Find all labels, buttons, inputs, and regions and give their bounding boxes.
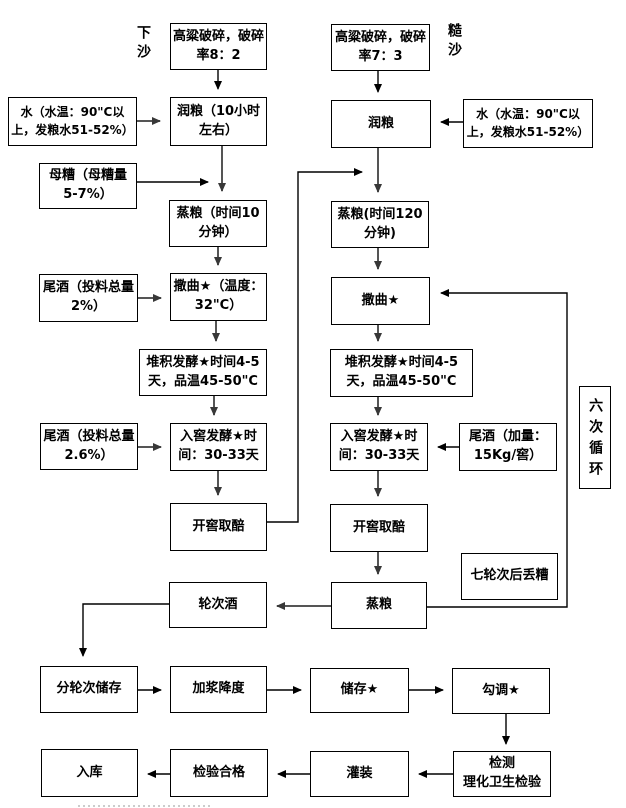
node-inspection-pass: 检验合格 xyxy=(170,749,268,797)
node-open-pit-right: 开窖取醅 xyxy=(330,504,428,552)
node-moisten-grain-right: 润粮 xyxy=(331,100,431,148)
node-bottling: 灌装 xyxy=(310,751,409,797)
node-stack-ferment-right: 堆积发酵★时间4-5天，品温45-50"C xyxy=(330,349,473,397)
loop-kaijiao-left-to-right-column xyxy=(267,168,363,523)
node-open-pit-left: 开窖取醅 xyxy=(170,503,267,551)
stage-label-xiasha: 下沙 xyxy=(135,25,151,63)
node-pit-ferment-left: 入窖发酵★时间：30-33天 xyxy=(170,423,267,471)
node-water-input-left: 水（水温：90"C以上，发粮水51-52%） xyxy=(8,97,137,146)
node-sorghum-crush-right: 高粱破碎，破碎率7：3 xyxy=(331,24,430,71)
node-moisten-grain-left: 润粮（10小时左右） xyxy=(170,97,267,146)
node-tail-liquor-26pct-input: 尾酒（投料总量2.6%） xyxy=(40,423,138,470)
node-blending: 勾调★ xyxy=(452,668,550,714)
stage-label-caosha: 糙沙 xyxy=(446,23,462,61)
node-store-by-round: 分轮次储存 xyxy=(40,666,138,713)
node-mother-mash-input: 母糟（母糟量5-7%） xyxy=(39,163,137,209)
node-physchem-hygiene-test: 检测 理化卫生检验 xyxy=(453,751,551,797)
node-sorghum-crush-left: 高粱破碎，破碎率8：2 xyxy=(170,23,267,70)
node-dilute: 加浆降度 xyxy=(170,666,267,713)
node-spread-qu-right: 撒曲★ xyxy=(331,277,430,325)
node-six-cycles-label: 六次循环 xyxy=(579,386,611,489)
node-water-input-right: 水（水温：90"C以上，发粮水51-52%） xyxy=(463,99,593,148)
loop-zhengliang-to-saqu-six-cycles xyxy=(427,289,568,608)
node-steam-grain-right: 蒸粮(时间120分钟) xyxy=(331,201,429,248)
node-warehouse: 入库 xyxy=(41,749,138,797)
node-tail-liquor-15kg-input: 尾酒（加量：15Kg/窖） xyxy=(459,423,557,471)
node-pit-ferment-right: 入窖发酵★时间：30-33天 xyxy=(330,423,428,471)
node-spread-qu-left: 撒曲★（温度：32"C） xyxy=(170,273,267,321)
node-round-liquor: 轮次酒 xyxy=(169,582,267,628)
node-storage: 储存★ xyxy=(310,668,409,713)
node-discard-after-seven-rounds: 七轮次后丢糟 xyxy=(461,553,558,600)
node-steam-grain-left: 蒸粮（时间10分钟） xyxy=(169,200,267,247)
node-tail-liquor-2pct-input: 尾酒（投料总量2%） xyxy=(39,274,138,322)
node-steam-grain-cycle: 蒸粮 xyxy=(331,582,427,629)
node-stack-ferment-left: 堆积发酵★时间4-5天，品温45-50"C xyxy=(139,349,267,396)
connector-luncijiu-to-fenlunci xyxy=(79,603,169,657)
